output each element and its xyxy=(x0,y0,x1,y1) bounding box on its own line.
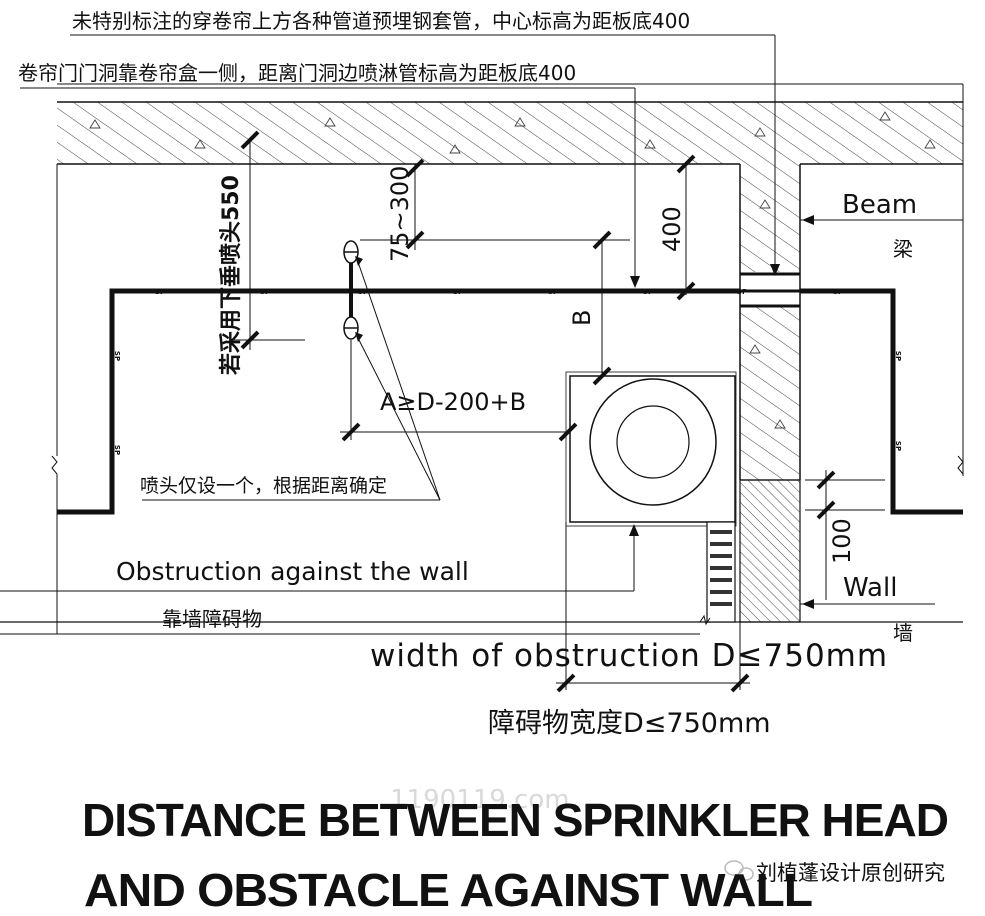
pipe-sleeve xyxy=(740,272,800,308)
dimension-ticks xyxy=(240,130,836,693)
wall-section xyxy=(739,479,801,623)
sp-tag: SP xyxy=(894,351,902,361)
dim-100: 100 xyxy=(828,518,856,564)
dimension-lines xyxy=(0,34,963,690)
sp-tag: SP xyxy=(155,288,165,296)
dim-b: B xyxy=(568,310,596,326)
sp-tag: SP xyxy=(358,288,368,296)
dim-75-300: 75~300 xyxy=(386,166,414,262)
beam-section xyxy=(739,164,801,481)
account-watermark: 刘植蓬设计原创研究 xyxy=(724,860,945,885)
sp-tag: SP xyxy=(737,288,747,296)
shutter-box xyxy=(565,371,737,527)
sp-tag: SP xyxy=(113,351,121,361)
sp-tag: SP xyxy=(260,288,270,296)
sp-tag: SP xyxy=(453,288,463,296)
dim-a: A≥D-200+B xyxy=(380,388,526,416)
shutter-curtain xyxy=(699,521,736,626)
arrowheads xyxy=(355,215,814,609)
single-head-note: 喷头仅设一个，根据距离确定 xyxy=(140,475,387,497)
wall-label-cn: 墙 xyxy=(893,621,913,645)
diagram-title-line2: AND OBSTACLE AGAINST WALL xyxy=(84,864,812,916)
ceiling-slab xyxy=(57,83,964,470)
obstruction-label-cn: 靠墙障碍物 xyxy=(162,607,262,631)
sp-tag: SP xyxy=(113,445,121,455)
beam-label-en: Beam xyxy=(842,190,917,220)
svg-text:SP: SP xyxy=(155,288,165,296)
obstruction-label-en: Obstruction against the wall xyxy=(116,557,469,586)
wall-label-en: Wall xyxy=(843,573,897,603)
pipe-tags: SP SP SP SP SP SP SP SP SP SP SP SP SP xyxy=(113,288,902,455)
dim-400: 400 xyxy=(658,206,686,252)
wechat-icon xyxy=(724,860,754,881)
beam-label-cn: 梁 xyxy=(893,237,913,261)
top-note-1: 未特别标注的穿卷帘上方各种管道预埋钢套管，中心标高为距板底400 xyxy=(72,9,690,33)
top-note-2: 卷帘门门洞靠卷帘盒一侧，距离门洞边喷淋管标高为距板底400 xyxy=(18,61,576,85)
diagram-title-line1: DISTANCE BETWEEN SPRINKLER HEAD xyxy=(82,794,948,846)
width-label-en: width of obstruction D≤750mm xyxy=(370,638,888,674)
annotations: 未特别标注的穿卷帘上方各种管道预埋钢套管，中心标高为距板底400 卷帘门门洞靠卷… xyxy=(18,9,917,739)
site-watermark: 1190119.com xyxy=(390,785,570,815)
sp-tag: SP xyxy=(643,288,653,296)
sp-tag: SP xyxy=(894,441,902,451)
sp-tag: SP xyxy=(548,288,558,296)
sp-tag: SP xyxy=(833,288,843,296)
sprinkler-head-icon xyxy=(343,240,359,340)
account-name: 刘植蓬设计原创研究 xyxy=(756,861,945,885)
width-label-cn: 障碍物宽度D≤750mm xyxy=(488,708,771,739)
pendent-note: 若采用下垂喷头550 xyxy=(218,175,244,375)
